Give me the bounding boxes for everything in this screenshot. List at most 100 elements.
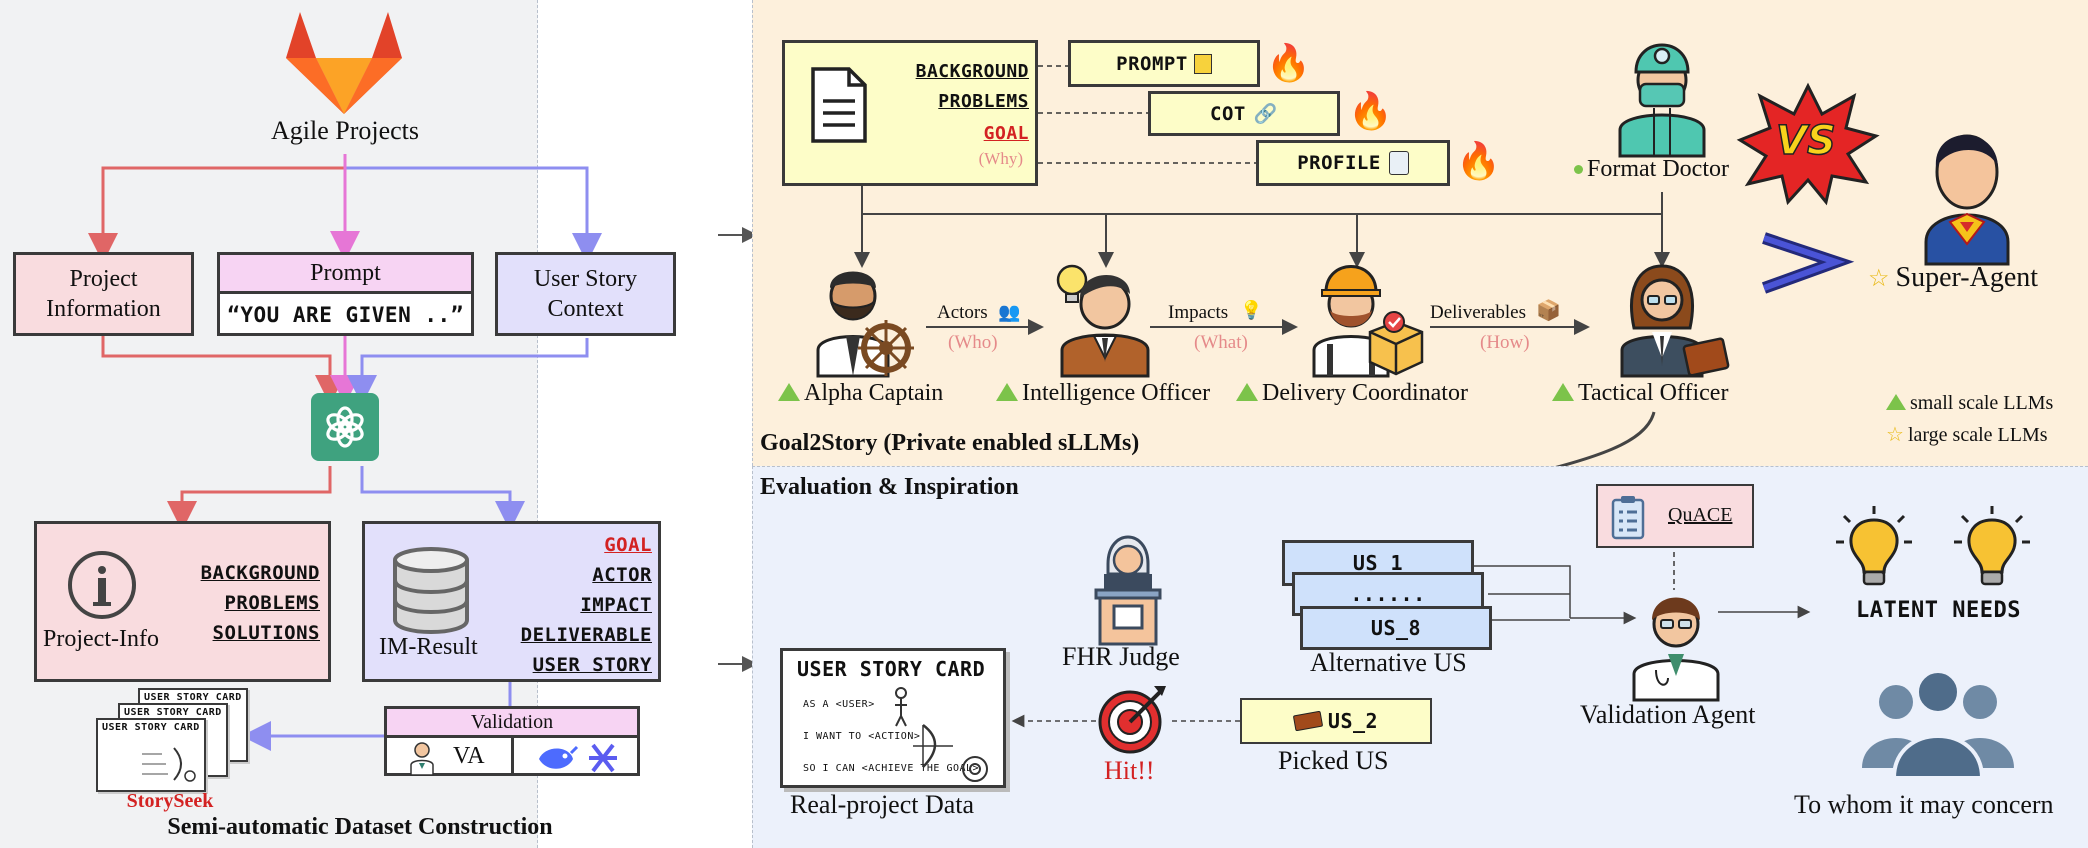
card-title: USER STORY CARD	[144, 692, 242, 703]
superman-avatar-icon	[1924, 134, 2010, 266]
validation-agent-label: Validation Agent	[1580, 700, 1756, 729]
project-information-box: Project Information	[13, 252, 194, 336]
format-doctor-label: Format Doctor	[1574, 156, 1729, 183]
fhr-judge-label: FHR Judge	[1062, 642, 1180, 671]
picked-us-box: US_2	[1240, 698, 1432, 744]
im-result-item: IMPACT	[580, 594, 652, 616]
gitlab-icon	[286, 12, 402, 114]
chatgpt-icon	[311, 393, 379, 461]
captain-avatar-icon	[816, 271, 914, 378]
quace-box: QuACE	[1596, 484, 1754, 548]
legend-text: small scale LLMs	[1910, 392, 2054, 414]
legend-small-llms: small scale LLMs	[1886, 392, 2053, 415]
prompt-title: Prompt	[220, 255, 471, 294]
small-llm-icon	[778, 383, 800, 401]
prompt-tag-label: PROMPT	[1116, 52, 1188, 75]
info-icon	[68, 551, 136, 619]
tag-dashed-lines	[1038, 65, 1256, 164]
doc-why: (Why)	[978, 149, 1023, 168]
small-llm-icon	[996, 383, 1018, 401]
story-card-line: SO I CAN <ACHIEVE THE GOAL>	[803, 763, 980, 774]
legend-large-llms: ☆large scale LLMs	[1886, 422, 2048, 447]
mistral-icon	[589, 743, 617, 773]
super-agent-label: ☆Super-Agent	[1868, 262, 2038, 294]
real-project-data-label: Real-project Data	[790, 790, 975, 819]
project-info-item: BACKGROUND	[200, 562, 320, 584]
delivery-coordinator-avatar-icon	[1312, 265, 1424, 378]
judge-icon	[1094, 535, 1162, 646]
vs-burst-icon	[1736, 82, 1880, 206]
im-result-label: IM-Result	[379, 634, 478, 660]
goal2story-title: Goal2Story (Private enabled sLLMs)	[760, 430, 1140, 456]
edge-sub-how: (How)	[1480, 332, 1530, 353]
legend-text: large scale LLMs	[1907, 424, 2048, 446]
project-information-label: Project Information	[46, 266, 161, 322]
agent-name: Delivery Coordinator	[1262, 380, 1468, 406]
target-icon	[1098, 686, 1166, 754]
alt-us-text: US_1	[1352, 551, 1404, 575]
agent-name: Intelligence Officer	[1022, 380, 1211, 406]
panel-arrows	[718, 227, 758, 672]
large-llm-icon: ☆	[1886, 424, 1904, 446]
link-icon: 🔗	[1253, 103, 1278, 125]
quace-label: QuACE	[1668, 504, 1733, 526]
cot-tag: COT 🔗	[1148, 91, 1340, 136]
doc-item-problems: PROBLEMS	[938, 91, 1029, 112]
im-result-item: USER STORY	[532, 654, 652, 676]
small-llm-icon	[1574, 165, 1583, 174]
fire-icon: 🔥	[1456, 141, 1501, 181]
intelligence-officer-avatar-icon	[1056, 264, 1150, 378]
latent-needs-label: LATENT NEEDS	[1856, 598, 2021, 623]
profile-tag: PROFILE	[1256, 140, 1450, 186]
format-doctor-name: Format Doctor	[1587, 156, 1729, 182]
small-llm-icon	[1886, 394, 1906, 410]
story-card-line: AS A <USER>	[803, 699, 875, 710]
hit-label: Hit!!	[1104, 756, 1155, 785]
lightbulb-icon	[1954, 506, 2030, 586]
archer-icon	[142, 747, 196, 782]
storyseek-label: StorySeek	[126, 790, 214, 812]
profile-tag-label: PROFILE	[1297, 152, 1381, 174]
alternative-us-label: Alternative US	[1310, 648, 1467, 677]
project-info-label: Project-Info	[43, 626, 159, 652]
story-card-title: USER STORY CARD	[797, 657, 986, 681]
format-doctor-avatar-icon	[1618, 43, 1706, 158]
book-icon	[1292, 710, 1324, 732]
agent-label-intelligence-officer: Intelligence Officer	[996, 380, 1210, 407]
doctor-mini-icon	[410, 742, 434, 776]
card-title: USER STORY CARD	[124, 707, 222, 718]
lightbulb-icon	[1836, 506, 1912, 586]
doc-item-goal: GOAL	[983, 123, 1029, 144]
database-icon	[393, 547, 469, 634]
real-user-story-card: USER STORY CARD AS A <USER> I WANT TO <A…	[780, 648, 1006, 788]
im-result-item: ACTOR	[592, 564, 652, 586]
agent-name: Tactical Officer	[1578, 380, 1729, 406]
deepseek-icon	[539, 745, 579, 769]
doc-item-background: BACKGROUND	[915, 61, 1029, 82]
user-story-context-box: User Story Context	[495, 252, 676, 336]
project-info-item: SOLUTIONS	[212, 622, 320, 644]
project-info-card: Project-Info BACKGROUND PROBLEMS SOLUTIO…	[34, 521, 331, 682]
people-icon: 👥	[998, 302, 1021, 322]
edge-label-actors: Actors	[937, 302, 988, 323]
super-agent-name: Super-Agent	[1895, 262, 2039, 293]
to-whom-label: To whom it may concern	[1794, 790, 2054, 819]
doctor-badge-icon	[1388, 151, 1409, 175]
agent-label-alpha-captain: Alpha Captain	[778, 380, 943, 407]
prompt-box: Prompt “YOU ARE GIVEN ..”	[217, 252, 474, 336]
validation-title: Validation	[387, 709, 637, 738]
dataset-construction-title: Semi-automatic Dataset Construction	[167, 814, 553, 840]
prompt-text: “YOU ARE GIVEN ..”	[227, 303, 464, 327]
user-story-card-stack: USER STORY CARD	[96, 718, 206, 792]
picked-us-label: Picked US	[1278, 746, 1389, 775]
im-result-item: DELIVERABLE	[520, 624, 652, 646]
edge-sub-who: (Who)	[948, 332, 998, 353]
box-mini-icon: 📦	[1536, 300, 1561, 322]
edge-sub-what: (What)	[1194, 332, 1248, 353]
greater-than-icon	[1761, 232, 1855, 294]
small-llm-icon	[1236, 383, 1258, 401]
validation-box: Validation VA	[384, 706, 640, 776]
va-label: VA	[453, 743, 485, 769]
evaluation-title: Evaluation & Inspiration	[760, 474, 1019, 500]
